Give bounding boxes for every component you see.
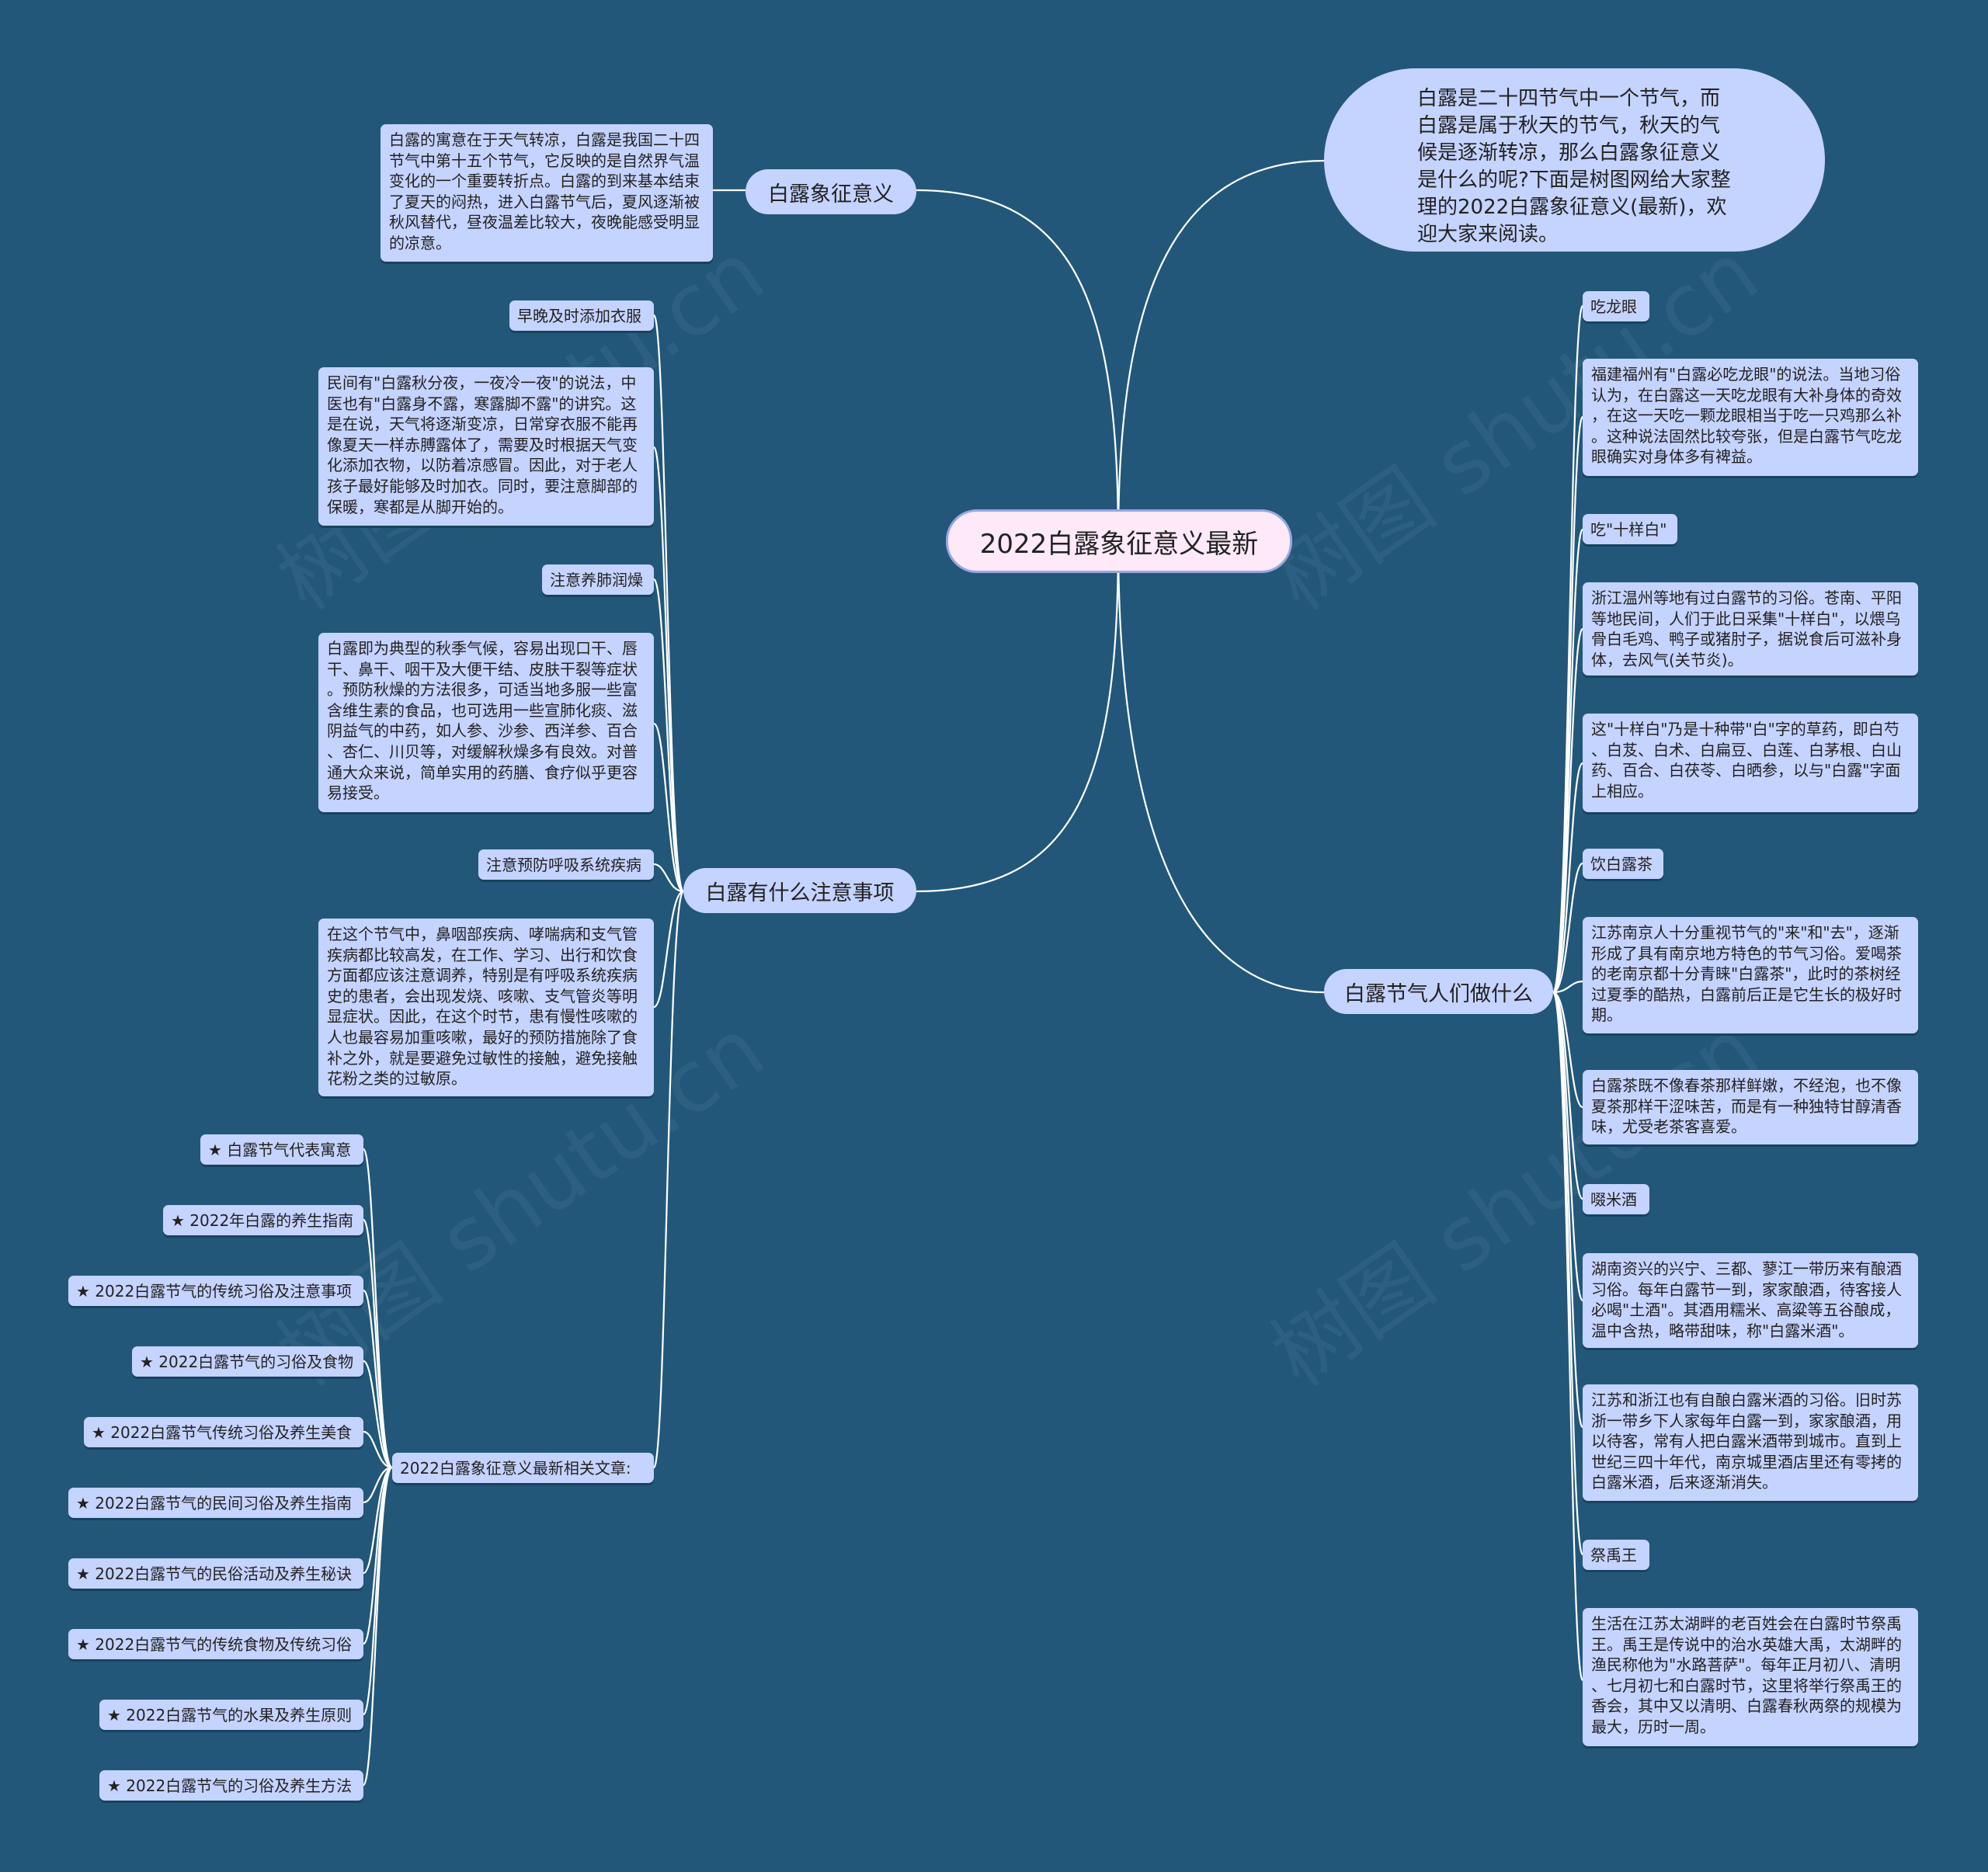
related-article-link[interactable]: ★ 2022年白露的养生指南	[163, 1205, 363, 1235]
notes-item-text[interactable]: 在这个节气中，鼻咽部疾病、哮喘病和支气管 疾病都比较高发，在工作、学习、出行和饮…	[318, 919, 654, 1096]
branch-customs[interactable]: 白露节气人们做什么	[1324, 969, 1553, 1014]
notes-item-title[interactable]: 注意养肺润燥	[542, 564, 654, 595]
related-article-link[interactable]: ★ 2022白露节气的习俗及食物	[132, 1346, 363, 1377]
related-article-link[interactable]: ★ 2022白露节气的习俗及养生方法	[99, 1770, 363, 1801]
related-article-link[interactable]: ★ 2022白露节气的民俗活动及养生秘诀	[68, 1558, 363, 1589]
custom-item-text[interactable]: 江苏南京人十分重视节气的"来"和"去"，逐渐 形成了具有南京地方特色的节气习俗。…	[1583, 917, 1918, 1033]
related-articles-title[interactable]: 2022白露象征意义最新相关文章:	[392, 1453, 654, 1483]
branch-notes[interactable]: 白露有什么注意事项	[683, 868, 916, 913]
related-article-link[interactable]: ★ 2022白露节气的水果及养生原则	[99, 1700, 363, 1730]
custom-item-text[interactable]: 福建福州有"白露必吃龙眼"的说法。当地习俗 认为，在白露这一天吃龙眼有大补身体的…	[1583, 359, 1918, 476]
custom-item-title[interactable]: 饮白露茶	[1583, 849, 1663, 879]
custom-item-title[interactable]: 祭禹王	[1583, 1540, 1649, 1570]
notes-item-title[interactable]: 注意预防呼吸系统疾病	[478, 849, 654, 880]
custom-item-text[interactable]: 白露茶既不像春茶那样鲜嫩，不经泡，也不像 夏茶那样干涩味苦，而是有一种独特甘醇清…	[1583, 1070, 1918, 1144]
custom-item-title[interactable]: 啜米酒	[1583, 1184, 1649, 1214]
root-topic[interactable]: 2022白露象征意义最新	[946, 509, 1292, 573]
custom-item-text[interactable]: 生活在江苏太湖畔的老百姓会在白露时节祭禹 王。禹王是传说中的治水英雄大禹，太湖畔…	[1583, 1608, 1918, 1746]
related-article-link[interactable]: ★ 2022白露节气的传统食物及传统习俗	[68, 1629, 363, 1659]
related-article-link[interactable]: ★ 白露节气代表寓意	[200, 1134, 363, 1165]
notes-item-title[interactable]: 早晚及时添加衣服	[509, 300, 654, 331]
related-article-link[interactable]: ★ 2022白露节气传统习俗及养生美食	[84, 1417, 363, 1447]
custom-item-text[interactable]: 江苏和浙江也有自酿白露米酒的习俗。旧时苏 浙一带乡下人家每年白露一到，家家酿酒，…	[1583, 1384, 1918, 1501]
custom-item-text[interactable]: 这"十样白"乃是十种带"白"字的草药，即白芍 、白芨、白术、白扁豆、白莲、白茅根…	[1583, 714, 1918, 812]
meaning-text[interactable]: 白露的寓意在于天气转凉，白露是我国二十四 节气中第十五个节气，它反映的是自然界气…	[381, 124, 713, 262]
custom-item-text[interactable]: 浙江温州等地有过白露节的习俗。苍南、平阳 等地民间，人们于此日采集"十样白"，以…	[1583, 582, 1918, 676]
intro-bubble[interactable]: 白露是二十四节气中一个节气，而 白露是属于秋天的节气，秋天的气 候是逐渐转凉，那…	[1324, 68, 1825, 252]
related-article-link[interactable]: ★ 2022白露节气的民间习俗及养生指南	[68, 1488, 363, 1518]
notes-item-text[interactable]: 白露即为典型的秋季气候，容易出现口干、唇 干、鼻干、咽干及大便干结、皮肤干裂等症…	[318, 633, 654, 812]
custom-item-title[interactable]: 吃龙眼	[1583, 291, 1649, 321]
custom-item-title[interactable]: 吃"十样白"	[1583, 514, 1677, 544]
branch-meaning[interactable]: 白露象征意义	[746, 169, 916, 214]
custom-item-text[interactable]: 湖南资兴的兴宁、三都、蓼江一带历来有酿酒 习俗。每年白露节一到，家家酿酒，待客接…	[1583, 1253, 1918, 1348]
related-article-link[interactable]: ★ 2022白露节气的传统习俗及注意事项	[68, 1276, 363, 1306]
notes-item-text[interactable]: 民间有"白露秋分夜，一夜冷一夜"的说法，中 医也有"白露身不露，寒露脚不露"的讲…	[318, 367, 654, 526]
